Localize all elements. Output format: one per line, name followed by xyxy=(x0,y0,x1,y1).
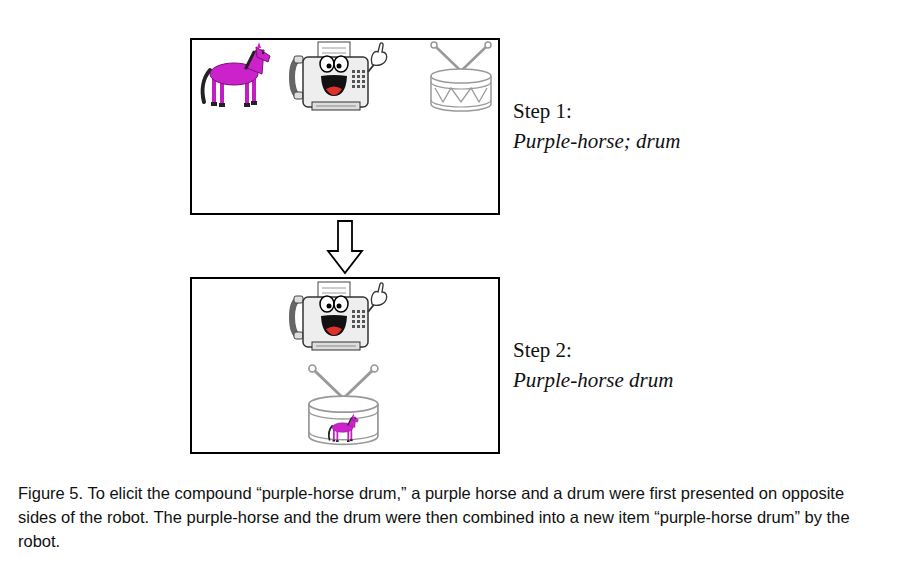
purple-horse xyxy=(203,42,270,107)
step-heading: Step 1: xyxy=(513,98,572,124)
robot xyxy=(292,42,387,110)
step-panel: Step 1:Purple-horse; drum xyxy=(190,38,500,215)
step-phrase: Purple-horse; drum xyxy=(513,128,680,154)
step-heading: Step 2: xyxy=(513,337,572,363)
step-panel: Step 2:Purple-horse drum xyxy=(190,277,500,454)
robot xyxy=(292,282,387,350)
block-arrow xyxy=(328,221,362,273)
figure-caption: Figure 5. To elicit the compound “purple… xyxy=(18,481,880,553)
step-phrase: Purple-horse drum xyxy=(513,367,673,393)
purple-horse-drum xyxy=(309,365,378,444)
drum xyxy=(431,42,491,111)
